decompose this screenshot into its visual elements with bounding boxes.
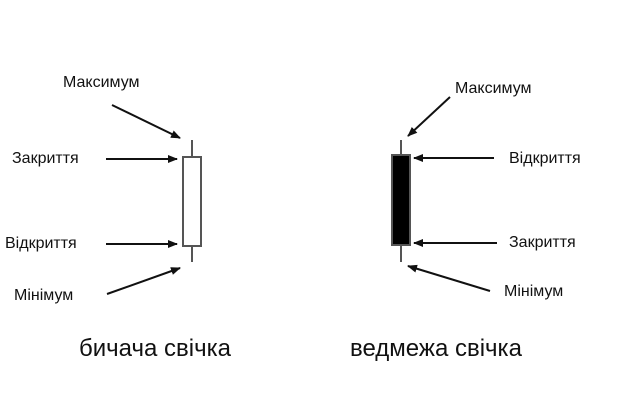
bearish-high-label: Максимум <box>455 80 532 97</box>
bullish-low-arrow <box>106 267 181 295</box>
bullish-caption: бичача свічка <box>79 335 231 362</box>
bullish-high-label: Максимум <box>63 74 140 91</box>
bearish-high-arrow <box>407 96 451 137</box>
bullish-body <box>182 156 202 247</box>
bullish-candle <box>182 140 202 262</box>
bearish-candle <box>391 140 411 262</box>
bearish-low-label: Мінімум <box>504 283 564 300</box>
bearish-body <box>391 154 411 246</box>
bearish-low-arrow <box>407 264 491 292</box>
bullish-low-label: Мінімум <box>14 287 74 304</box>
bullish-open-label: Відкриття <box>5 235 77 252</box>
bullish-high-arrow <box>111 104 181 139</box>
bearish-close-label: Закриття <box>509 234 576 251</box>
bearish-caption: ведмежа свічка <box>350 335 522 362</box>
bearish-open-label: Відкриття <box>509 150 581 167</box>
bullish-close-label: Закриття <box>12 150 79 167</box>
